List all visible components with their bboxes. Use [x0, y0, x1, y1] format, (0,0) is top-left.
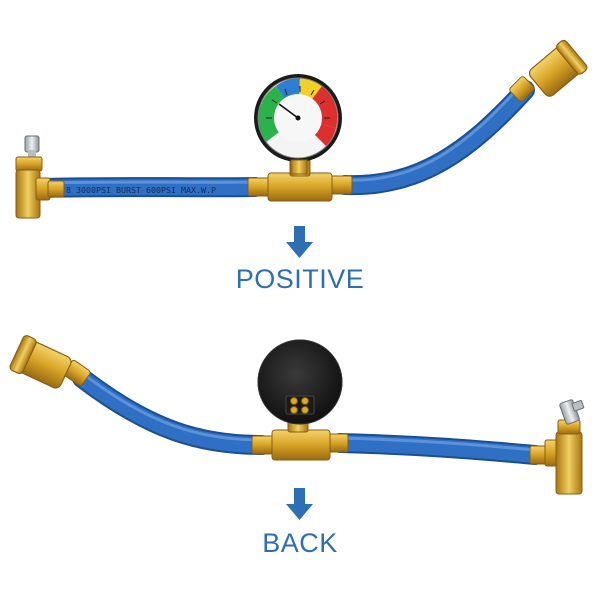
pressure-gauge-back: [257, 339, 343, 425]
hose-left-top: 8 3000PSI BURST 600PSI MAX.W.P: [32, 177, 265, 198]
view-label-positive: POSITIVE: [235, 264, 365, 294]
arrow-down-icon: [286, 488, 313, 520]
gauge-needle: [278, 103, 299, 119]
hose-assembly-back: [9, 335, 585, 495]
quick-coupler-right: [529, 399, 585, 495]
hose-left-bottom: [72, 368, 272, 455]
arrow-down-icon: [286, 226, 313, 258]
pressure-gauge-face: [254, 74, 342, 175]
elbow-coupler-right-top: [509, 39, 588, 102]
hose-right-top: [335, 80, 535, 196]
hose-assembly-front: 8 3000PSI BURST 600PSI MAX.W.P: [15, 39, 588, 219]
hose-print-text: 8 3000PSI BURST 600PSI MAX.W.P: [66, 186, 216, 195]
view-label-back: BACK: [262, 528, 338, 558]
elbow-coupler-left-bottom: [9, 335, 91, 389]
hose-right-bottom: [330, 433, 545, 465]
quick-coupler-left: [15, 135, 65, 219]
gauge-screw: [290, 397, 298, 405]
